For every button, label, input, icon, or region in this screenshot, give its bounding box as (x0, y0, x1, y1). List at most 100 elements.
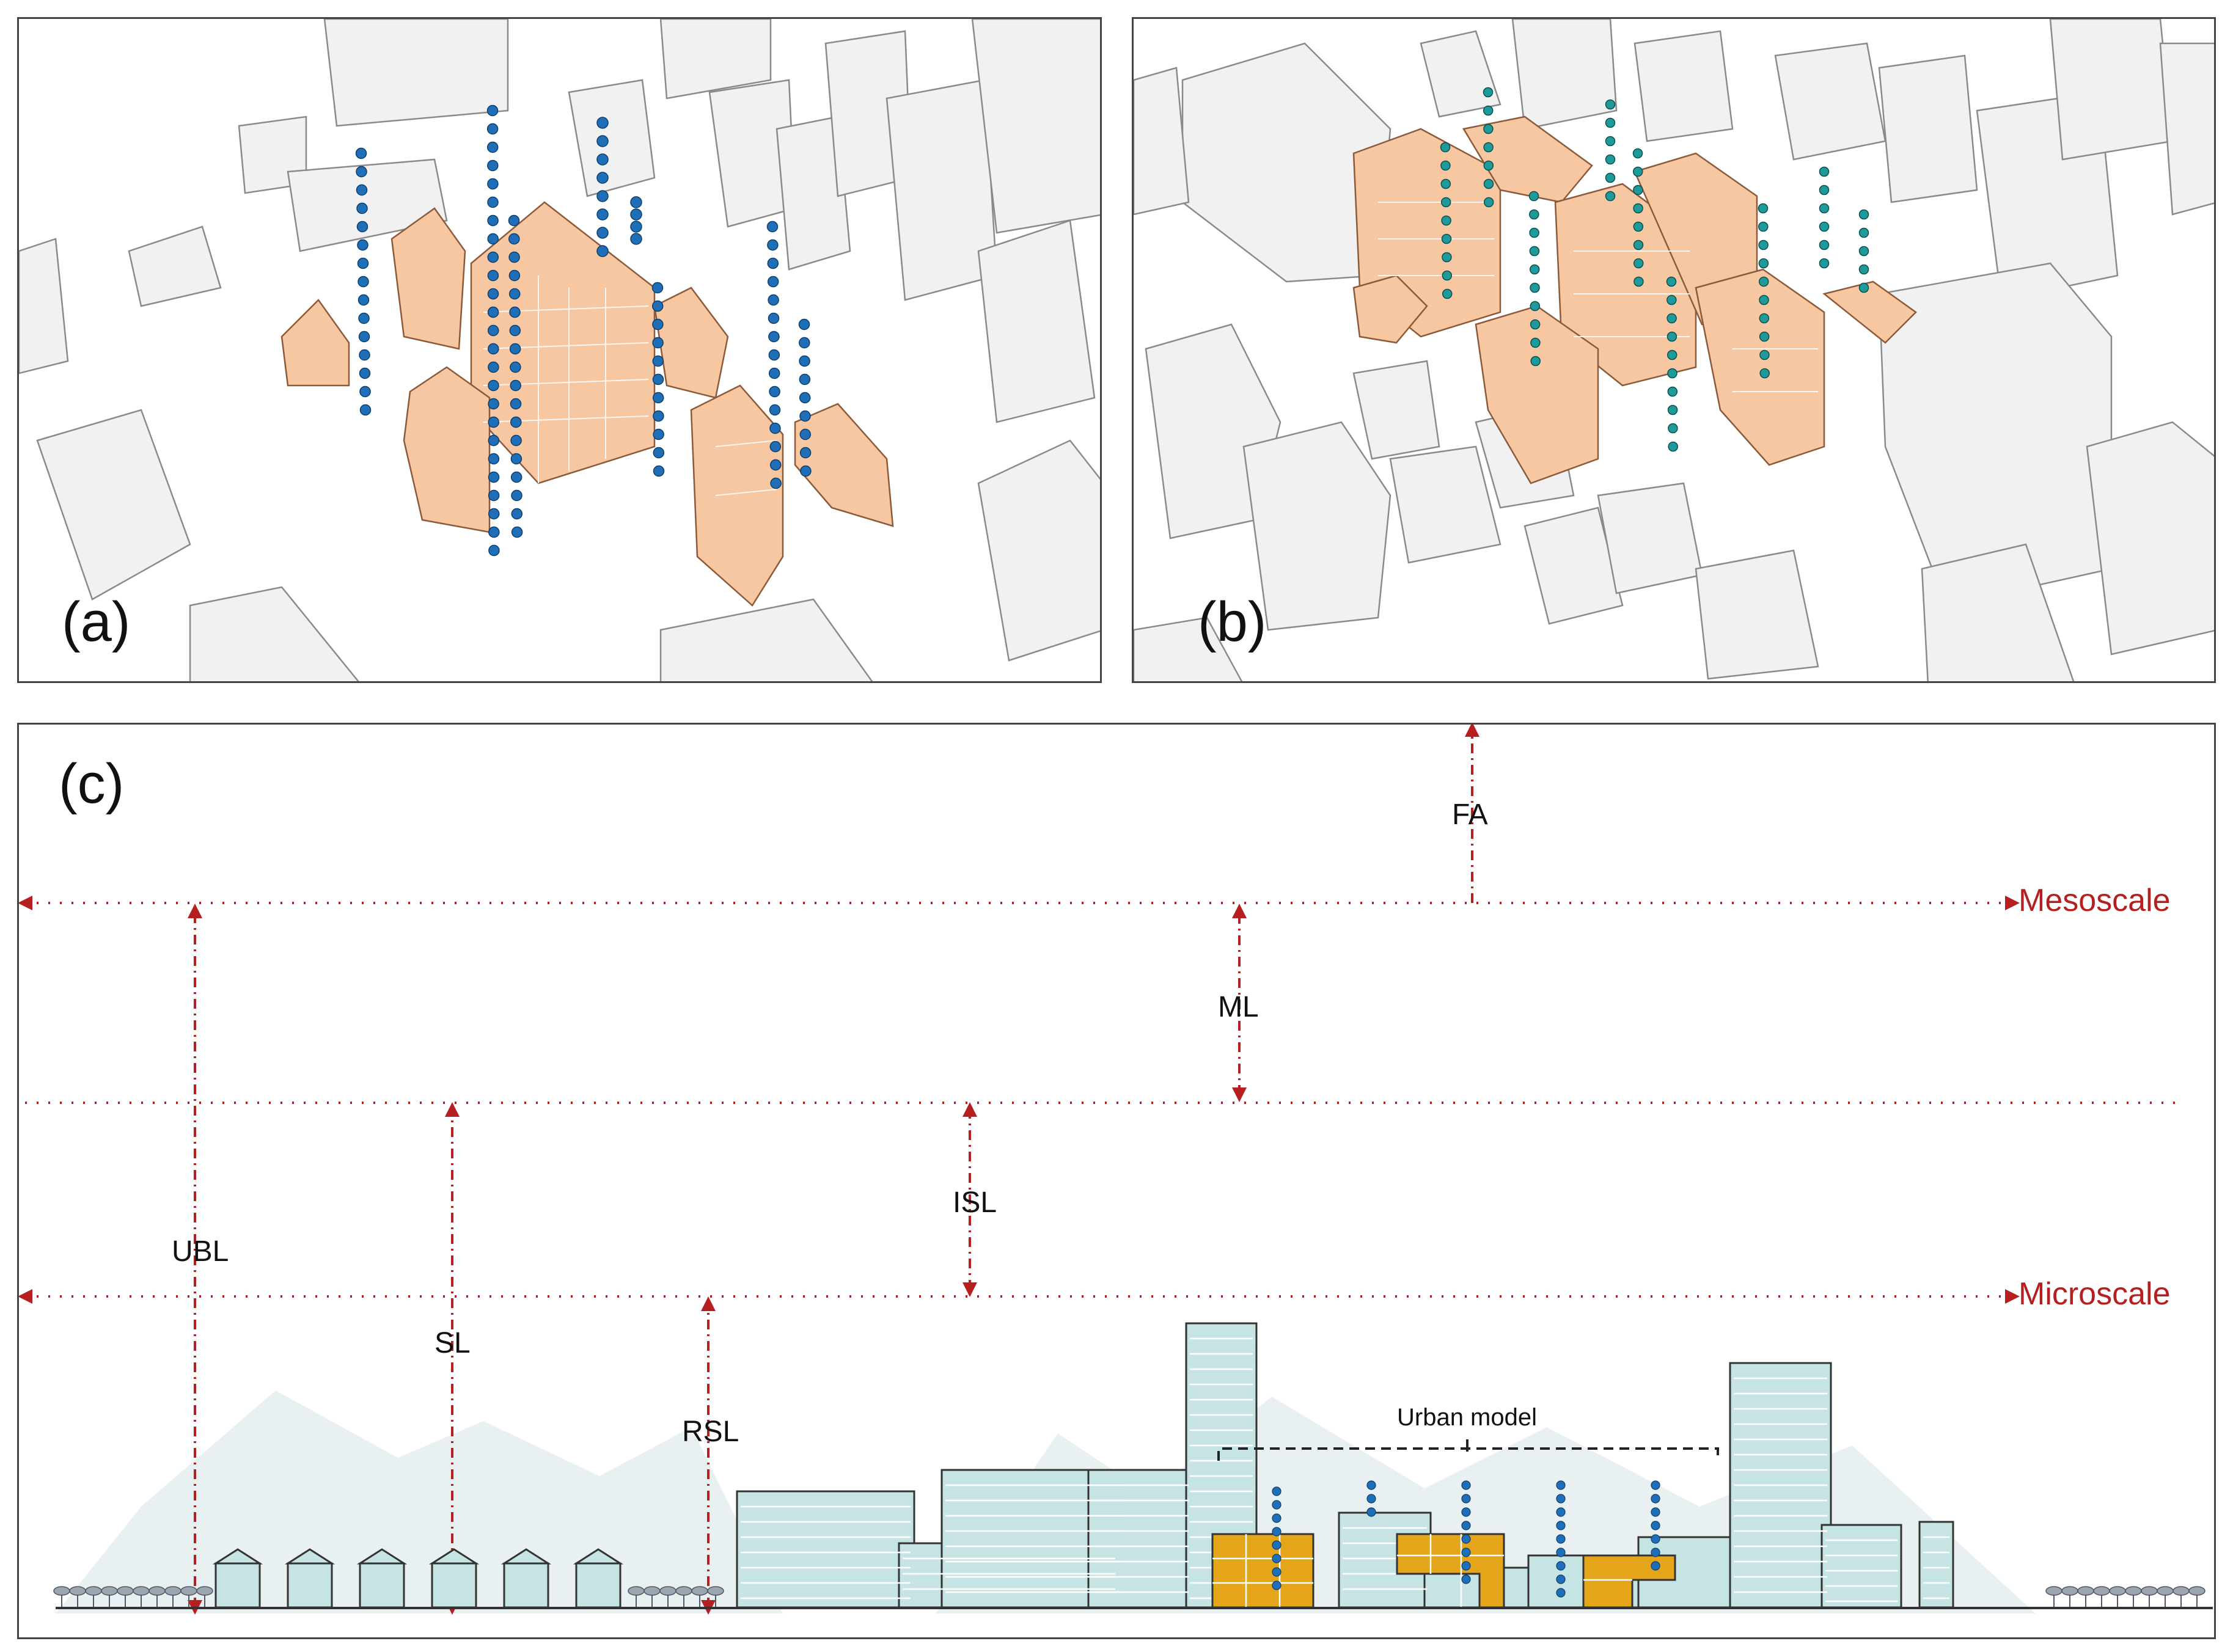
sensor-point (1632, 148, 1643, 159)
sensor-point (768, 367, 780, 379)
sensor-point (1633, 239, 1644, 250)
tree-crown (85, 1586, 102, 1596)
sensor-point (487, 196, 499, 208)
sensor-point (357, 239, 369, 251)
sensor-point (1651, 1561, 1660, 1571)
sensor-point (768, 349, 780, 361)
sensor-point (1858, 209, 1869, 220)
sensor-point (486, 104, 499, 117)
sensor-point (1668, 423, 1678, 434)
sensor-point (768, 312, 780, 324)
sensor-point (1858, 246, 1869, 257)
sensor-point (488, 398, 499, 410)
tree-crown (133, 1586, 150, 1596)
sensor-point (1651, 1521, 1660, 1530)
sensor-point (510, 379, 521, 392)
sensor-point (359, 386, 371, 398)
isl-label: ISL (953, 1186, 997, 1219)
sensor-point (630, 221, 642, 233)
sensor-point (1461, 1561, 1471, 1571)
sensor-point (508, 269, 521, 282)
sensor-point (769, 459, 782, 471)
sensor-point (1483, 87, 1494, 98)
sensor-point (1758, 276, 1769, 287)
sensor-columns (1440, 87, 1869, 452)
tree-crown (644, 1586, 661, 1596)
sensor-point (799, 392, 811, 404)
sensor-point (1272, 1500, 1282, 1510)
sensor-point (799, 447, 812, 459)
sensor-point (1858, 282, 1869, 293)
tree-crown (2172, 1586, 2190, 1596)
sensor-point (1759, 331, 1770, 342)
sensor-point (1651, 1494, 1660, 1504)
tree-crown (148, 1586, 166, 1596)
sensor-point (596, 153, 609, 166)
sensor-point (630, 233, 642, 245)
sensor-point (1633, 258, 1644, 269)
sensor-point (798, 318, 810, 331)
scale-lines (19, 896, 2182, 1304)
sensor-point (356, 166, 367, 178)
sensor-point (1634, 276, 1644, 287)
sensor-point (799, 428, 812, 440)
panel-b-illustration (1134, 19, 2214, 681)
sensor-point (1529, 264, 1540, 275)
sensor-point (653, 428, 664, 440)
tree-crown (659, 1586, 676, 1596)
sensor-point (508, 288, 521, 300)
tree-crown (628, 1586, 645, 1596)
panel-c: (c) Mesoscale Microscale FA ML ISL UBL S… (17, 723, 2216, 1639)
sensor-point (1440, 197, 1451, 208)
tree-crown (117, 1586, 134, 1596)
sensor-point (1668, 441, 1678, 452)
sensor-point (510, 471, 522, 483)
sensor-point (652, 318, 664, 331)
sensor-point (1483, 142, 1494, 153)
tree-crown (2109, 1586, 2126, 1596)
sensor-point (1651, 1548, 1660, 1557)
sensor-point (1759, 313, 1770, 324)
tree-crown (707, 1586, 724, 1596)
sensor-point (1556, 1588, 1566, 1598)
sensor-point (596, 227, 609, 239)
sensor-point (1528, 191, 1539, 202)
urban-model-label: Urban model (1397, 1404, 1538, 1431)
layer-arrows (188, 725, 1480, 1615)
sensor-point (1758, 258, 1769, 269)
sensor-point (487, 306, 499, 318)
sensor-point (770, 477, 782, 489)
sensor-point (630, 208, 642, 221)
sensor-point (488, 526, 500, 538)
sensor-point (1461, 1507, 1471, 1517)
sensor-point (1605, 154, 1616, 165)
sensor-point (358, 294, 370, 306)
sensor-point (1483, 197, 1494, 208)
sensor-point (487, 233, 499, 245)
sensor-point (488, 434, 500, 447)
sensor-point (1667, 313, 1677, 324)
sensor-point (1483, 178, 1494, 189)
tree-crown (2157, 1586, 2174, 1596)
sensor-point (1666, 276, 1677, 287)
sensor-point (1461, 1548, 1471, 1557)
sensor-point (652, 337, 664, 349)
rsl-label: RSL (682, 1416, 739, 1448)
sensor-point (1441, 215, 1451, 226)
sensor-point (1272, 1540, 1282, 1550)
sensor-point (1366, 1507, 1376, 1517)
sensor-point (1530, 301, 1541, 312)
sensor-point (652, 373, 664, 386)
sensor-columns-c (1272, 1480, 1660, 1598)
panel-b: (b) (1132, 17, 2216, 683)
sensor-point (1758, 239, 1769, 250)
sensor-point (488, 453, 500, 465)
tree-crown (196, 1586, 213, 1596)
sensor-point (1651, 1507, 1660, 1517)
sensor-point (510, 416, 522, 428)
sensor-point (1819, 185, 1830, 196)
sensor-point (1272, 1554, 1282, 1563)
panel-a: (a) (17, 17, 1102, 683)
sensor-point (487, 288, 499, 300)
sensor-point (653, 465, 665, 477)
